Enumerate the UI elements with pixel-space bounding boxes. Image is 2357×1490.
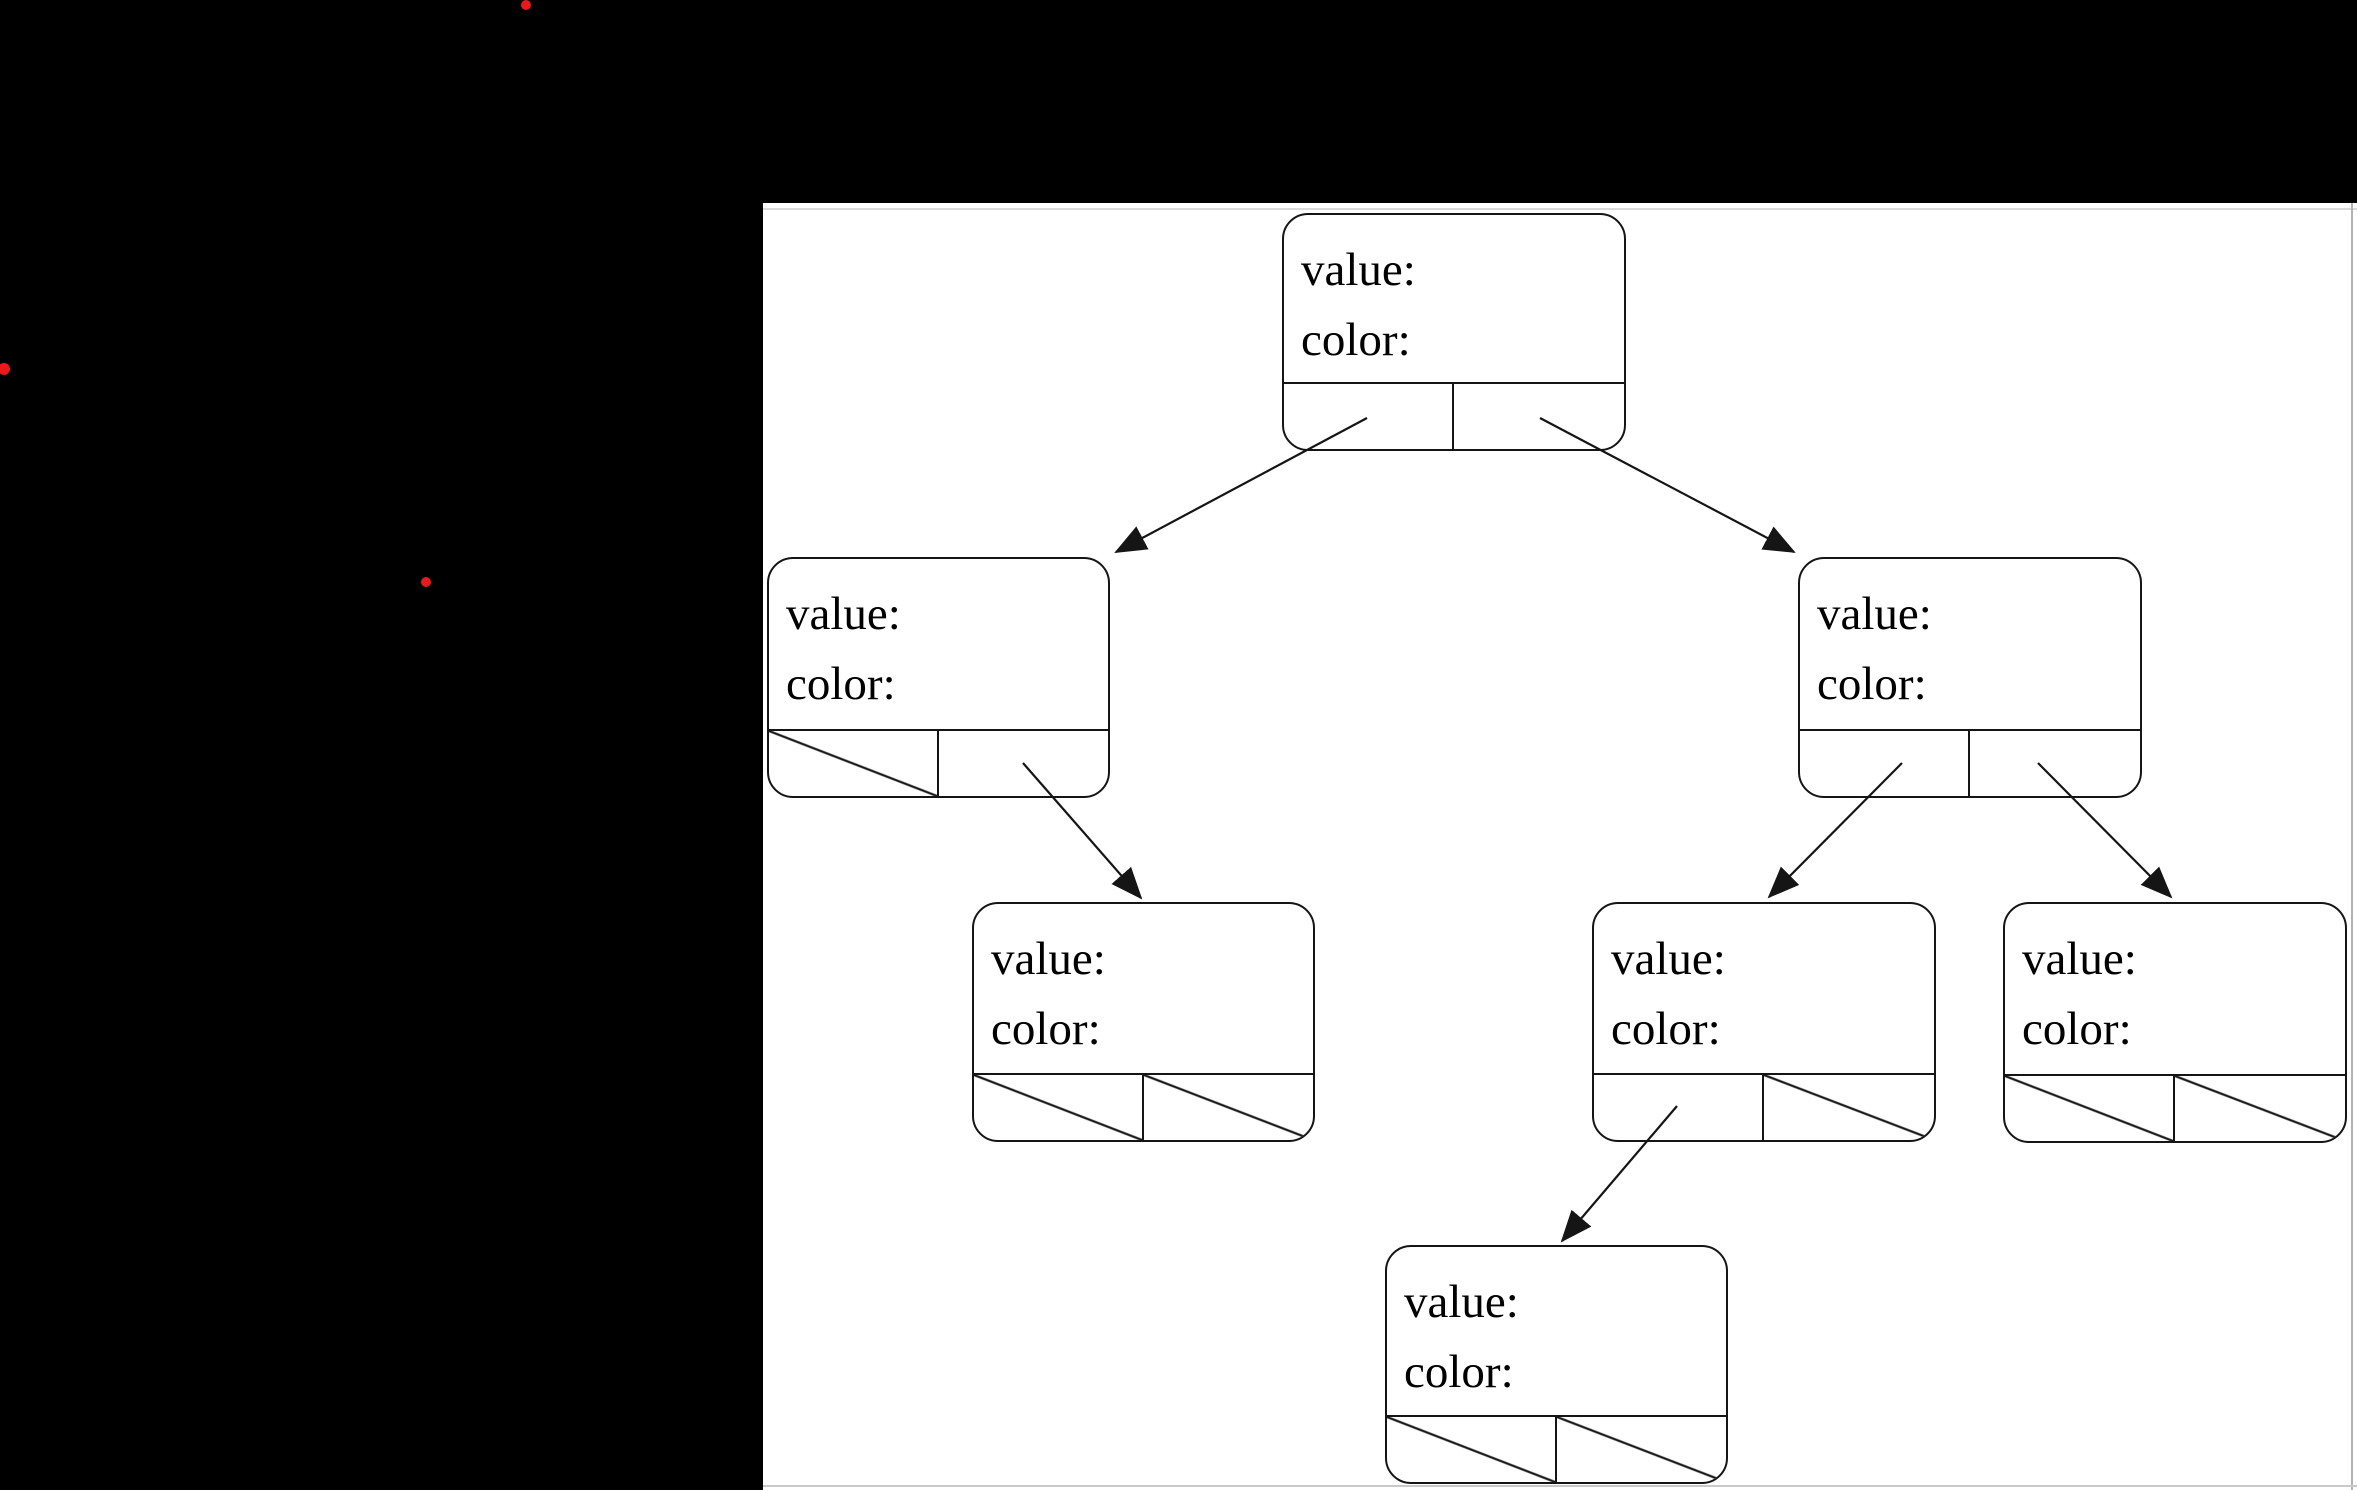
value-label: value: xyxy=(1817,588,1932,640)
tree-node-root[interactable]: value: color: xyxy=(1282,213,1626,451)
color-label: color: xyxy=(1611,1003,1721,1055)
right-child-pointer-cell xyxy=(1556,1417,1726,1482)
pointer-cells xyxy=(1284,382,1624,449)
left-child-pointer-cell xyxy=(974,1075,1144,1140)
red-dot xyxy=(521,0,531,10)
node-fields: value: color: xyxy=(769,559,1108,729)
tree-node-left-right[interactable]: value: color: xyxy=(972,902,1315,1142)
right-child-pointer-cell xyxy=(1970,731,2140,796)
value-label: value: xyxy=(1301,244,1416,296)
tree-node-right-right[interactable]: value: color: xyxy=(2003,902,2347,1143)
red-dot xyxy=(421,577,431,587)
right-child-pointer-cell xyxy=(1143,1075,1313,1140)
tree-node-left[interactable]: value: color: xyxy=(767,557,1110,798)
left-child-pointer-cell xyxy=(2005,1076,2175,1141)
color-label: color: xyxy=(1817,658,1927,710)
tree-node-right[interactable]: value: color: xyxy=(1798,557,2142,798)
color-label: color: xyxy=(786,658,896,710)
pointer-cells xyxy=(1800,729,2140,796)
node-fields: value: color: xyxy=(2005,904,2345,1074)
color-label: color: xyxy=(2022,1003,2132,1055)
red-dot xyxy=(0,363,10,375)
tree-node-right-left-left[interactable]: value: color: xyxy=(1385,1245,1728,1484)
right-child-pointer-cell xyxy=(1764,1075,1934,1140)
node-fields: value: color: xyxy=(1800,559,2140,729)
right-child-pointer-cell xyxy=(1454,384,1624,449)
canvas-right-border xyxy=(2351,203,2353,1490)
tree-node-right-left[interactable]: value: color: xyxy=(1592,902,1936,1142)
right-child-pointer-cell xyxy=(939,731,1109,796)
canvas-top-border xyxy=(763,208,2357,210)
pointer-cells xyxy=(2005,1074,2345,1141)
left-child-pointer-cell xyxy=(1284,384,1454,449)
value-label: value: xyxy=(1611,933,1726,985)
node-fields: value: color: xyxy=(1284,215,1624,382)
pointer-cells xyxy=(974,1073,1313,1140)
color-label: color: xyxy=(1404,1346,1514,1398)
value-label: value: xyxy=(786,588,901,640)
color-label: color: xyxy=(1301,314,1411,366)
left-child-pointer-cell xyxy=(1387,1417,1557,1482)
color-label: color: xyxy=(991,1003,1101,1055)
left-child-pointer-cell xyxy=(1800,731,1970,796)
left-child-pointer-cell xyxy=(1594,1075,1764,1140)
value-label: value: xyxy=(2022,933,2137,985)
value-label: value: xyxy=(1404,1276,1519,1328)
right-child-pointer-cell xyxy=(2175,1076,2345,1141)
node-fields: value: color: xyxy=(974,904,1313,1073)
canvas-bottom-border xyxy=(763,1485,2357,1487)
value-label: value: xyxy=(991,933,1106,985)
node-fields: value: color: xyxy=(1387,1247,1726,1415)
pointer-cells xyxy=(1387,1415,1726,1482)
pointer-cells xyxy=(1594,1073,1934,1140)
left-child-pointer-cell xyxy=(769,731,939,796)
pointer-cells xyxy=(769,729,1108,796)
node-fields: value: color: xyxy=(1594,904,1934,1073)
